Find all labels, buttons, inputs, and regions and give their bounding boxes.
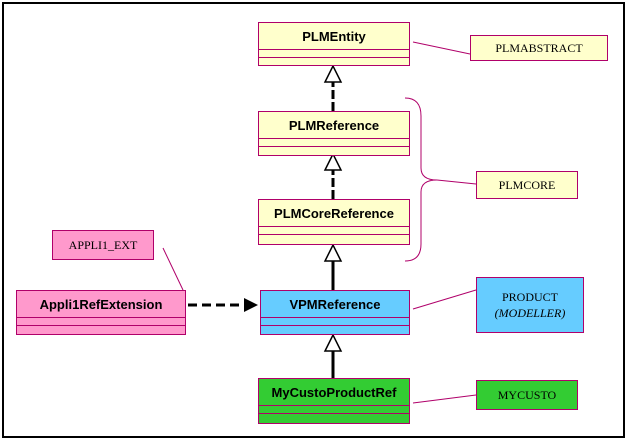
diagram-frame xyxy=(2,2,625,438)
inheritance-arrowhead-core xyxy=(323,243,343,262)
class-my-custo-product-ref[interactable]: MyCustoProductRef xyxy=(258,378,410,424)
class-attributes-section xyxy=(259,138,409,146)
note-connector-product xyxy=(412,289,477,310)
class-plm-core-reference-name: PLMCoreReference xyxy=(274,205,394,221)
class-operations-section xyxy=(259,234,409,242)
inheritance-arrowhead-entity xyxy=(323,64,343,83)
note-mycusto-text: MYCUSTO xyxy=(497,388,557,402)
class-plm-reference[interactable]: PLMReference xyxy=(258,111,410,156)
note-product-line2: (MODELLER) xyxy=(494,306,566,320)
inheritance-arrowhead-reference xyxy=(323,152,343,171)
note-product-line1: PRODUCT xyxy=(501,290,558,304)
note-connector-appli1-ext xyxy=(162,247,184,291)
class-operations-section xyxy=(261,325,409,333)
class-operations-section xyxy=(259,57,409,65)
class-attributes-section xyxy=(17,317,185,325)
note-plmabstract-text: PLMABSTRACT xyxy=(495,41,583,55)
inheritance-arrowhead-vpm xyxy=(323,333,343,352)
note-product[interactable]: PRODUCT (MODELLER) xyxy=(476,277,584,333)
note-appli1-ext[interactable]: APPLI1_EXT xyxy=(52,230,154,260)
note-plmabstract[interactable]: PLMABSTRACT xyxy=(470,35,608,61)
note-connector-plmcore xyxy=(436,179,477,185)
class-attributes-section xyxy=(259,49,409,57)
class-appli1-ref-extension[interactable]: Appli1RefExtension xyxy=(16,290,186,335)
class-my-custo-product-ref-name: MyCustoProductRef xyxy=(271,384,397,400)
class-plm-entity[interactable]: PLMEntity xyxy=(258,22,410,66)
note-plmcore-text: PLMCORE xyxy=(498,178,556,192)
class-plm-core-reference[interactable]: PLMCoreReference xyxy=(258,199,410,245)
note-plmcore[interactable]: PLMCORE xyxy=(476,171,578,199)
note-connector-mycusto xyxy=(412,394,477,404)
class-plm-reference-name: PLMReference xyxy=(288,117,380,133)
class-operations-section xyxy=(17,325,185,333)
class-vpm-reference-name: VPMReference xyxy=(289,296,381,312)
class-operations-section xyxy=(259,146,409,154)
class-attributes-section xyxy=(259,405,409,413)
note-appli1-ext-text: APPLI1_EXT xyxy=(68,238,138,252)
class-plm-entity-name: PLMEntity xyxy=(302,28,366,44)
class-attributes-section xyxy=(259,226,409,234)
class-appli1-ref-extension-name: Appli1RefExtension xyxy=(39,296,163,312)
class-operations-section xyxy=(259,413,409,421)
note-connector-plmabstract xyxy=(412,41,471,55)
note-mycusto[interactable]: MYCUSTO xyxy=(476,380,578,410)
class-attributes-section xyxy=(261,317,409,325)
class-vpm-reference[interactable]: VPMReference xyxy=(260,290,410,335)
extension-arrowhead xyxy=(244,298,258,312)
